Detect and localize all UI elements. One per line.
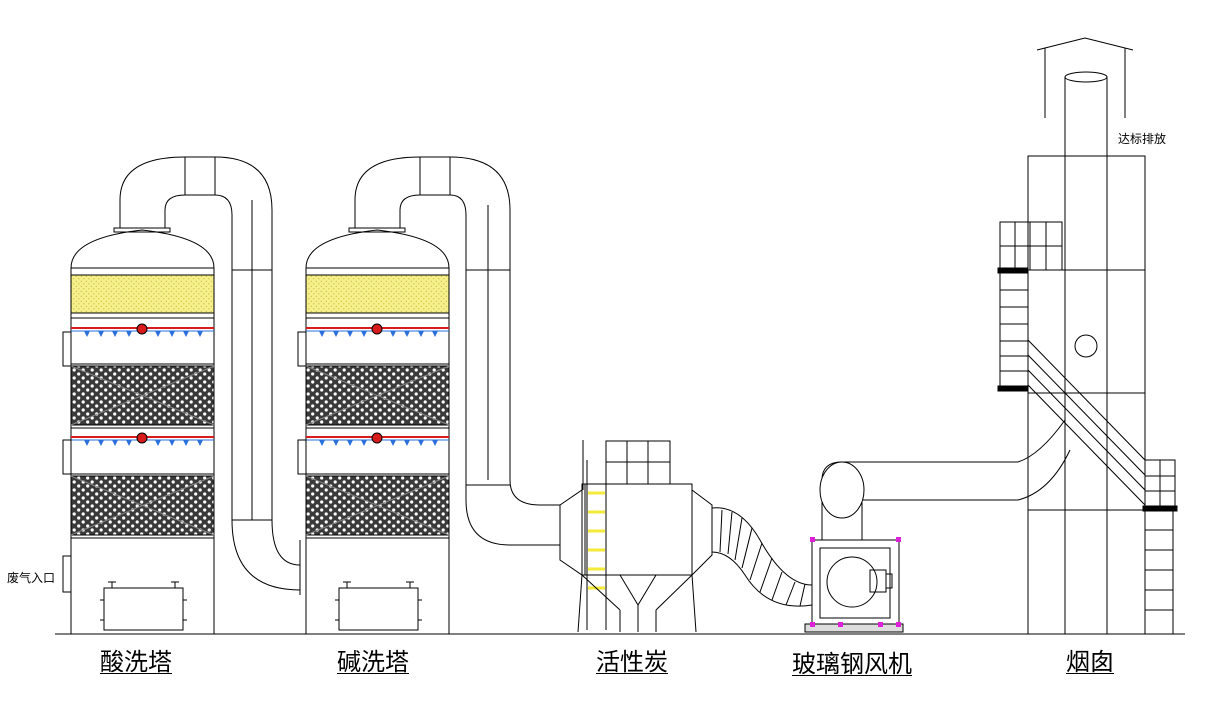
label-alkali-tower: 碱洗塔 — [337, 648, 409, 676]
label-gas-inlet: 废气入口 — [7, 571, 56, 585]
acid-gas-inlet-flange — [62, 555, 72, 593]
alkali-spray-upper — [306, 323, 449, 337]
alkali-demister-layer — [305, 274, 450, 314]
frp-fan — [804, 461, 1018, 633]
label-acid-tower: 酸洗塔 — [100, 648, 172, 676]
alkali-spray-lower — [306, 432, 449, 446]
chimney — [997, 37, 1178, 635]
duct-carbon-to-fan — [711, 507, 813, 607]
carbon-ladder — [582, 440, 607, 630]
label-frp-fan: 玻璃钢风机 — [792, 650, 912, 678]
alkali-water-tank — [338, 587, 419, 631]
acid-water-tank — [103, 587, 184, 631]
duct-alkali-to-carbon — [354, 156, 560, 546]
label-chimney: 烟囱 — [1066, 648, 1114, 676]
acid-spray-lower — [71, 432, 214, 446]
activated-carbon-box — [559, 440, 713, 633]
label-standard-discharge: 达标排放 — [1118, 132, 1167, 146]
acid-tower — [62, 227, 215, 635]
acid-demister-layer — [70, 274, 215, 314]
label-activated-carbon: 活性炭 — [596, 648, 668, 676]
alkali-tower — [297, 227, 450, 635]
duct-fan-to-chimney — [1017, 419, 1071, 501]
duct-acid-to-alkali — [119, 156, 301, 595]
acid-spray-upper — [71, 323, 214, 337]
